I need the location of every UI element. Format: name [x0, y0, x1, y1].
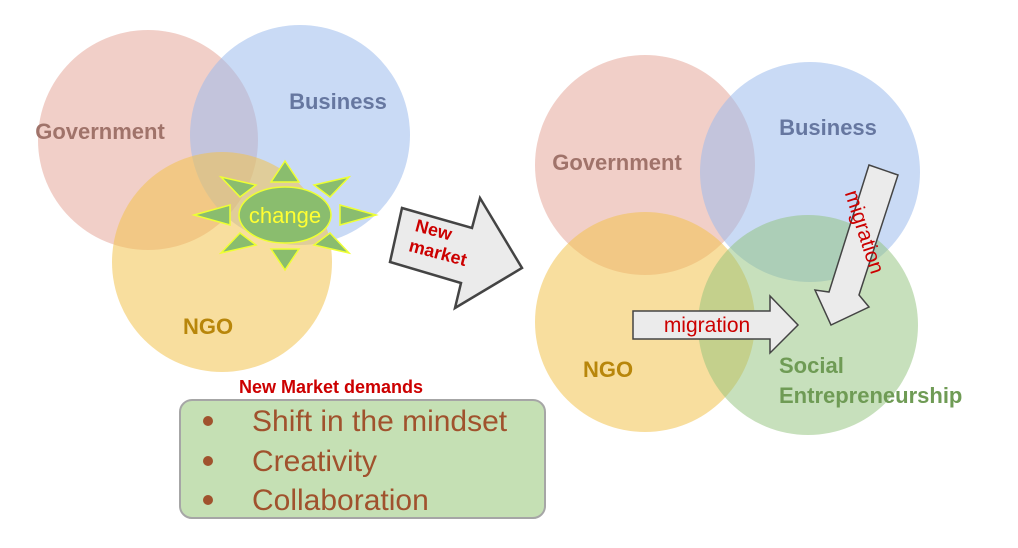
bullet-icon: [203, 456, 213, 466]
left-venn: Government Business NGO: [35, 25, 410, 372]
government-circle: [535, 55, 755, 275]
change-sun-icon: [191, 159, 379, 272]
new-market-arrow: New market: [388, 194, 524, 311]
bullet-icon: [203, 495, 213, 505]
migration-arrow-horizontal: migration: [632, 294, 800, 355]
migration-label-horizontal: migration: [664, 314, 750, 337]
business-label: Business: [779, 115, 877, 140]
demands-title: New Market demands: [239, 377, 423, 397]
migration-arrow-vertical: migration: [813, 164, 899, 327]
government-label: Government: [35, 119, 165, 144]
ngo-label: NGO: [583, 357, 633, 382]
business-label: Business: [289, 89, 387, 114]
demand-item: Shift in the mindset: [252, 405, 508, 438]
social-label-line1: Social: [779, 353, 844, 378]
change-label: change: [249, 203, 321, 228]
social-label-line2: Entrepreneurship: [779, 383, 962, 408]
ngo-circle: [112, 152, 332, 372]
government-label: Government: [552, 150, 682, 175]
bullet-icon: [203, 416, 213, 426]
demand-item: Creativity: [252, 445, 377, 478]
ngo-label: NGO: [183, 314, 233, 339]
right-venn: Government Business NGO Social Entrepren…: [535, 55, 962, 435]
demands-box: [179, 399, 546, 519]
demand-item: Collaboration: [252, 484, 429, 517]
